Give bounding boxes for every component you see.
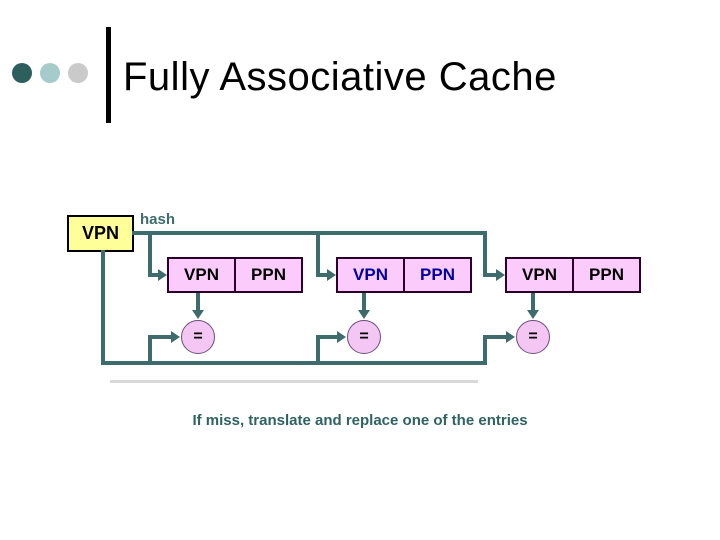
entry-3-to-comparator-line xyxy=(531,293,535,310)
arrowhead-down-icon xyxy=(358,310,370,319)
title-accent-bar xyxy=(106,27,111,123)
cache-entry-2: VPN PPN xyxy=(336,257,472,293)
equals-comparator-3: = xyxy=(516,320,550,354)
ppn-cell: PPN xyxy=(572,259,639,291)
entry-2-to-comparator-line xyxy=(362,293,366,310)
hash-drop-3-stub xyxy=(483,273,496,277)
arrowhead-right-icon xyxy=(337,331,346,343)
vpn-cell: VPN xyxy=(522,265,557,284)
arrowhead-down-icon xyxy=(192,310,204,319)
arrowhead-down-icon xyxy=(527,310,539,319)
bullet-dot-gray-icon xyxy=(68,63,88,83)
bullet-dot-dark-icon xyxy=(12,63,32,83)
vpn-value-line-bottom xyxy=(101,361,487,365)
shadow-line xyxy=(110,380,478,383)
arrowhead-right-icon xyxy=(171,331,180,343)
vpn-value-line-vertical xyxy=(101,250,105,365)
ppn-cell: PPN xyxy=(403,259,470,291)
slide-title: Fully Associative Cache xyxy=(123,55,557,99)
hash-drop-3 xyxy=(483,231,487,277)
equals-comparator-2: = xyxy=(347,320,381,354)
hash-drop-2 xyxy=(316,231,320,277)
bullet-dot-light-icon xyxy=(40,63,60,83)
comparator-feed-3 xyxy=(483,335,487,361)
vpn-cell: VPN xyxy=(184,265,219,284)
hash-drop-2-stub xyxy=(316,273,327,277)
cache-entry-3: VPN PPN xyxy=(505,257,641,293)
vpn-input-box: VPN xyxy=(67,215,134,252)
arrowhead-right-icon xyxy=(506,331,515,343)
hash-line xyxy=(132,231,487,235)
comparator-feed-1 xyxy=(148,335,152,361)
comparator-feed-3-stub xyxy=(483,335,506,339)
vpn-cell: VPN xyxy=(353,265,388,284)
equals-comparator-1: = xyxy=(181,320,215,354)
arrowhead-right-icon xyxy=(158,269,167,281)
comparator-feed-2-stub xyxy=(316,335,337,339)
slide-caption: If miss, translate and replace one of th… xyxy=(192,412,528,429)
cache-entry-1: VPN PPN xyxy=(167,257,303,293)
ppn-cell: PPN xyxy=(234,259,301,291)
hash-label: hash xyxy=(140,211,176,228)
hash-drop-1 xyxy=(148,231,152,277)
comparator-feed-1-stub xyxy=(148,335,171,339)
comparator-feed-2 xyxy=(316,335,320,361)
arrowhead-right-icon xyxy=(496,269,505,281)
vpn-input-label: VPN xyxy=(81,223,119,243)
hash-drop-1-stub xyxy=(148,273,158,277)
arrowhead-right-icon xyxy=(327,269,336,281)
entry-1-to-comparator-line xyxy=(196,293,200,310)
